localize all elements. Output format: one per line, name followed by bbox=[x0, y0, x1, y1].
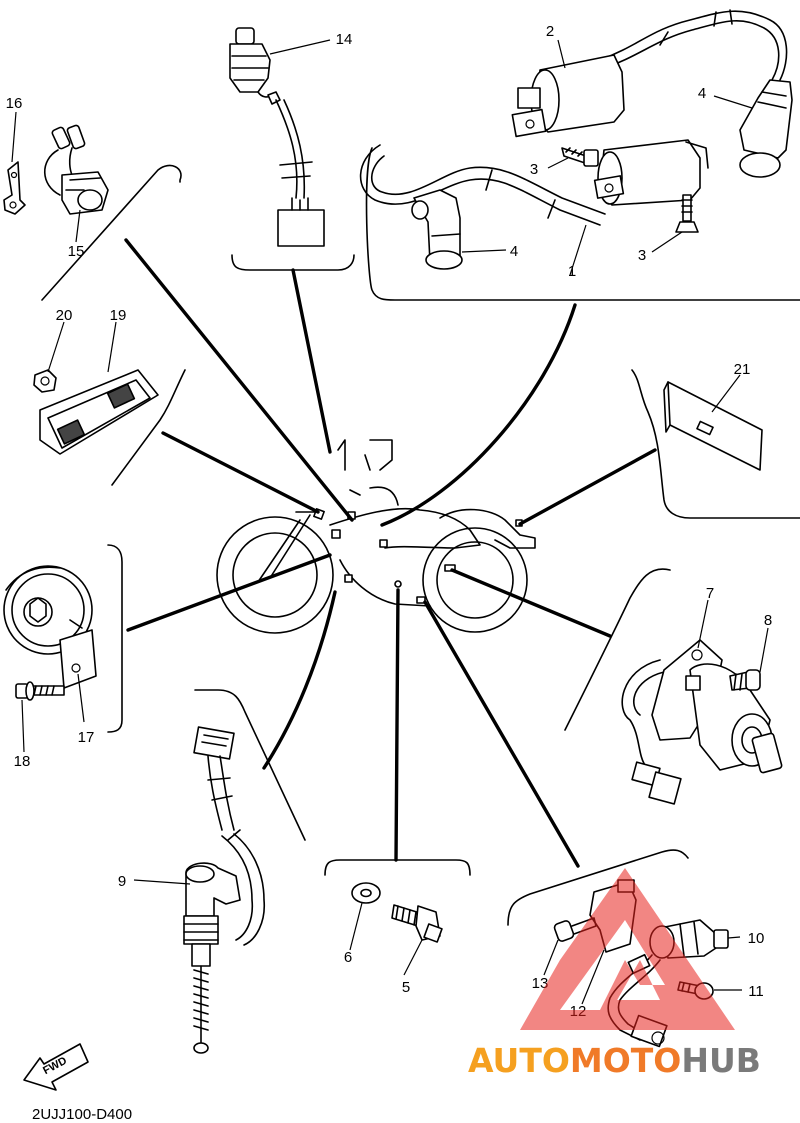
watermark-hub: HUB bbox=[681, 1041, 761, 1080]
part-7-main-switch bbox=[621, 639, 783, 805]
watermark: AUTOMOTOHUB bbox=[468, 868, 761, 1080]
callout-3a: 3 bbox=[530, 161, 538, 178]
part-20-nut bbox=[33, 369, 57, 393]
part-19-reflector bbox=[39, 369, 159, 455]
motorcycle-outline bbox=[216, 439, 536, 634]
drawing-code: 2UJJ100-D400 bbox=[32, 1106, 132, 1123]
callout-19: 19 bbox=[110, 307, 127, 324]
callout-7: 7 bbox=[706, 585, 714, 602]
part-3-bolts bbox=[561, 147, 699, 233]
callout-leaders bbox=[11, 39, 769, 1005]
part-8-screw bbox=[729, 669, 761, 691]
callout-4b: 4 bbox=[698, 85, 706, 102]
callout-2: 2 bbox=[546, 23, 554, 40]
part-14-switch bbox=[229, 27, 325, 247]
callout-21: 21 bbox=[734, 361, 751, 378]
part-21-reflector bbox=[663, 381, 763, 471]
callout-5: 5 bbox=[402, 979, 410, 996]
callout-14: 14 bbox=[336, 31, 353, 48]
part-16-bracket bbox=[3, 161, 26, 215]
part-18-bolt bbox=[15, 681, 65, 701]
part-17-horn bbox=[3, 565, 97, 689]
callout-4a: 4 bbox=[510, 243, 518, 260]
callout-20: 20 bbox=[56, 307, 73, 324]
part-9-switch bbox=[183, 726, 266, 1054]
forward-arrow: FWD bbox=[23, 1043, 89, 1091]
watermark-auto: AUTO bbox=[468, 1041, 570, 1080]
part-6-washer bbox=[351, 882, 381, 904]
part-15-relay bbox=[44, 124, 109, 215]
callout-10: 10 bbox=[748, 930, 765, 947]
callout-18: 18 bbox=[14, 753, 31, 770]
group-brackets bbox=[41, 147, 800, 926]
part-2-ignition-coil bbox=[511, 9, 793, 178]
part-1-ignition-coil bbox=[359, 139, 709, 270]
part-5-switch bbox=[391, 904, 443, 943]
callout-3b: 3 bbox=[638, 247, 646, 264]
callout-17: 17 bbox=[78, 729, 95, 746]
callout-1: 1 bbox=[568, 263, 576, 280]
callout-11: 11 bbox=[748, 983, 764, 1000]
watermark-text: AUTOMOTOHUB bbox=[468, 1041, 761, 1080]
watermark-moto: MOTO bbox=[570, 1041, 681, 1080]
leader-lines bbox=[124, 238, 657, 868]
callout-8: 8 bbox=[764, 612, 772, 629]
callout-15: 15 bbox=[68, 243, 85, 260]
callout-16: 16 bbox=[6, 95, 23, 112]
callout-6: 6 bbox=[344, 949, 352, 966]
callout-numbers: 1 2 3 3 4 4 5 6 7 8 9 10 11 12 13 14 15 … bbox=[6, 23, 773, 1020]
callout-9: 9 bbox=[118, 873, 126, 890]
watermark-triangle-logo bbox=[520, 868, 735, 1030]
